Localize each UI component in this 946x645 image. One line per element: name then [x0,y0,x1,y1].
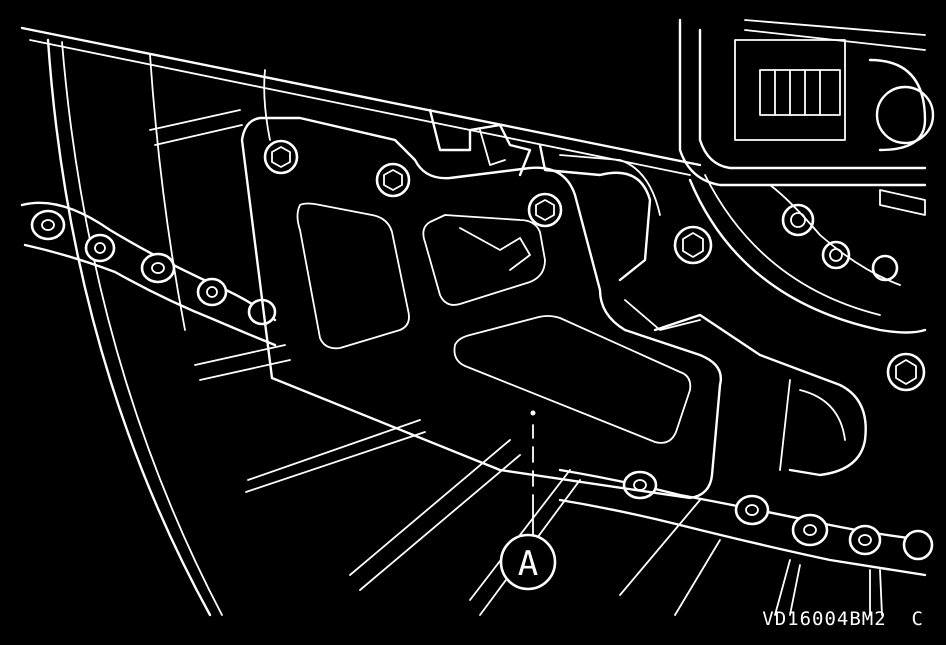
lower-struts [774,559,883,616]
figure-suffix: C [911,608,924,630]
frame-background [428,108,701,331]
rear-sprocket-hub [678,18,935,334]
chain-guide-bolts [263,139,563,228]
swingarm [20,26,702,176]
drive-chain-lower [558,468,934,577]
chain-guide [240,116,722,500]
figure-code: VD16004BM2 C [762,608,924,630]
hub-bolts [673,225,926,392]
figure-code-text: VD16004BM2 [762,608,887,630]
callout-leader [530,410,536,536]
drive-chain-upper [20,201,277,347]
caliper-bracket [653,313,867,477]
callout-a: A [499,533,557,591]
callout-label: A [518,544,538,584]
